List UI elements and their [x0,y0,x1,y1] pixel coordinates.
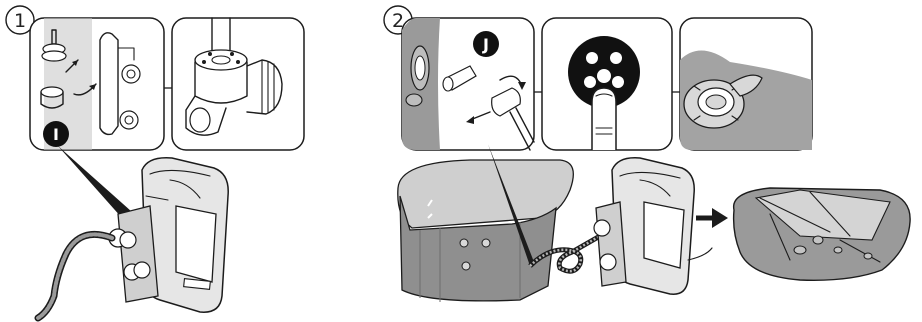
finger-press-icon [592,88,616,150]
step-2-pump-unit [594,158,712,294]
arrow-right-icon [696,208,728,228]
callout-i-label: I [53,125,59,144]
step-1-detail-fitting-panel: I [30,18,164,150]
step-1: 1 I [6,6,304,318]
step-1-number: 1 [14,10,26,32]
callout-j-label: J [482,35,489,54]
step-1-pump-unit [38,146,228,318]
step-2-detail-valve-panel [672,18,812,150]
callout-j-badge: J [473,31,499,57]
step-1-detail-connector-panel [164,18,304,150]
callout-i-badge: I [43,121,69,147]
step-2-detail-hose-panel: J [402,18,534,150]
spa-tub [398,144,600,302]
step-2: 2 J [384,6,910,302]
step-2-detail-button-panel [534,18,672,150]
deflated-spa [734,188,911,280]
